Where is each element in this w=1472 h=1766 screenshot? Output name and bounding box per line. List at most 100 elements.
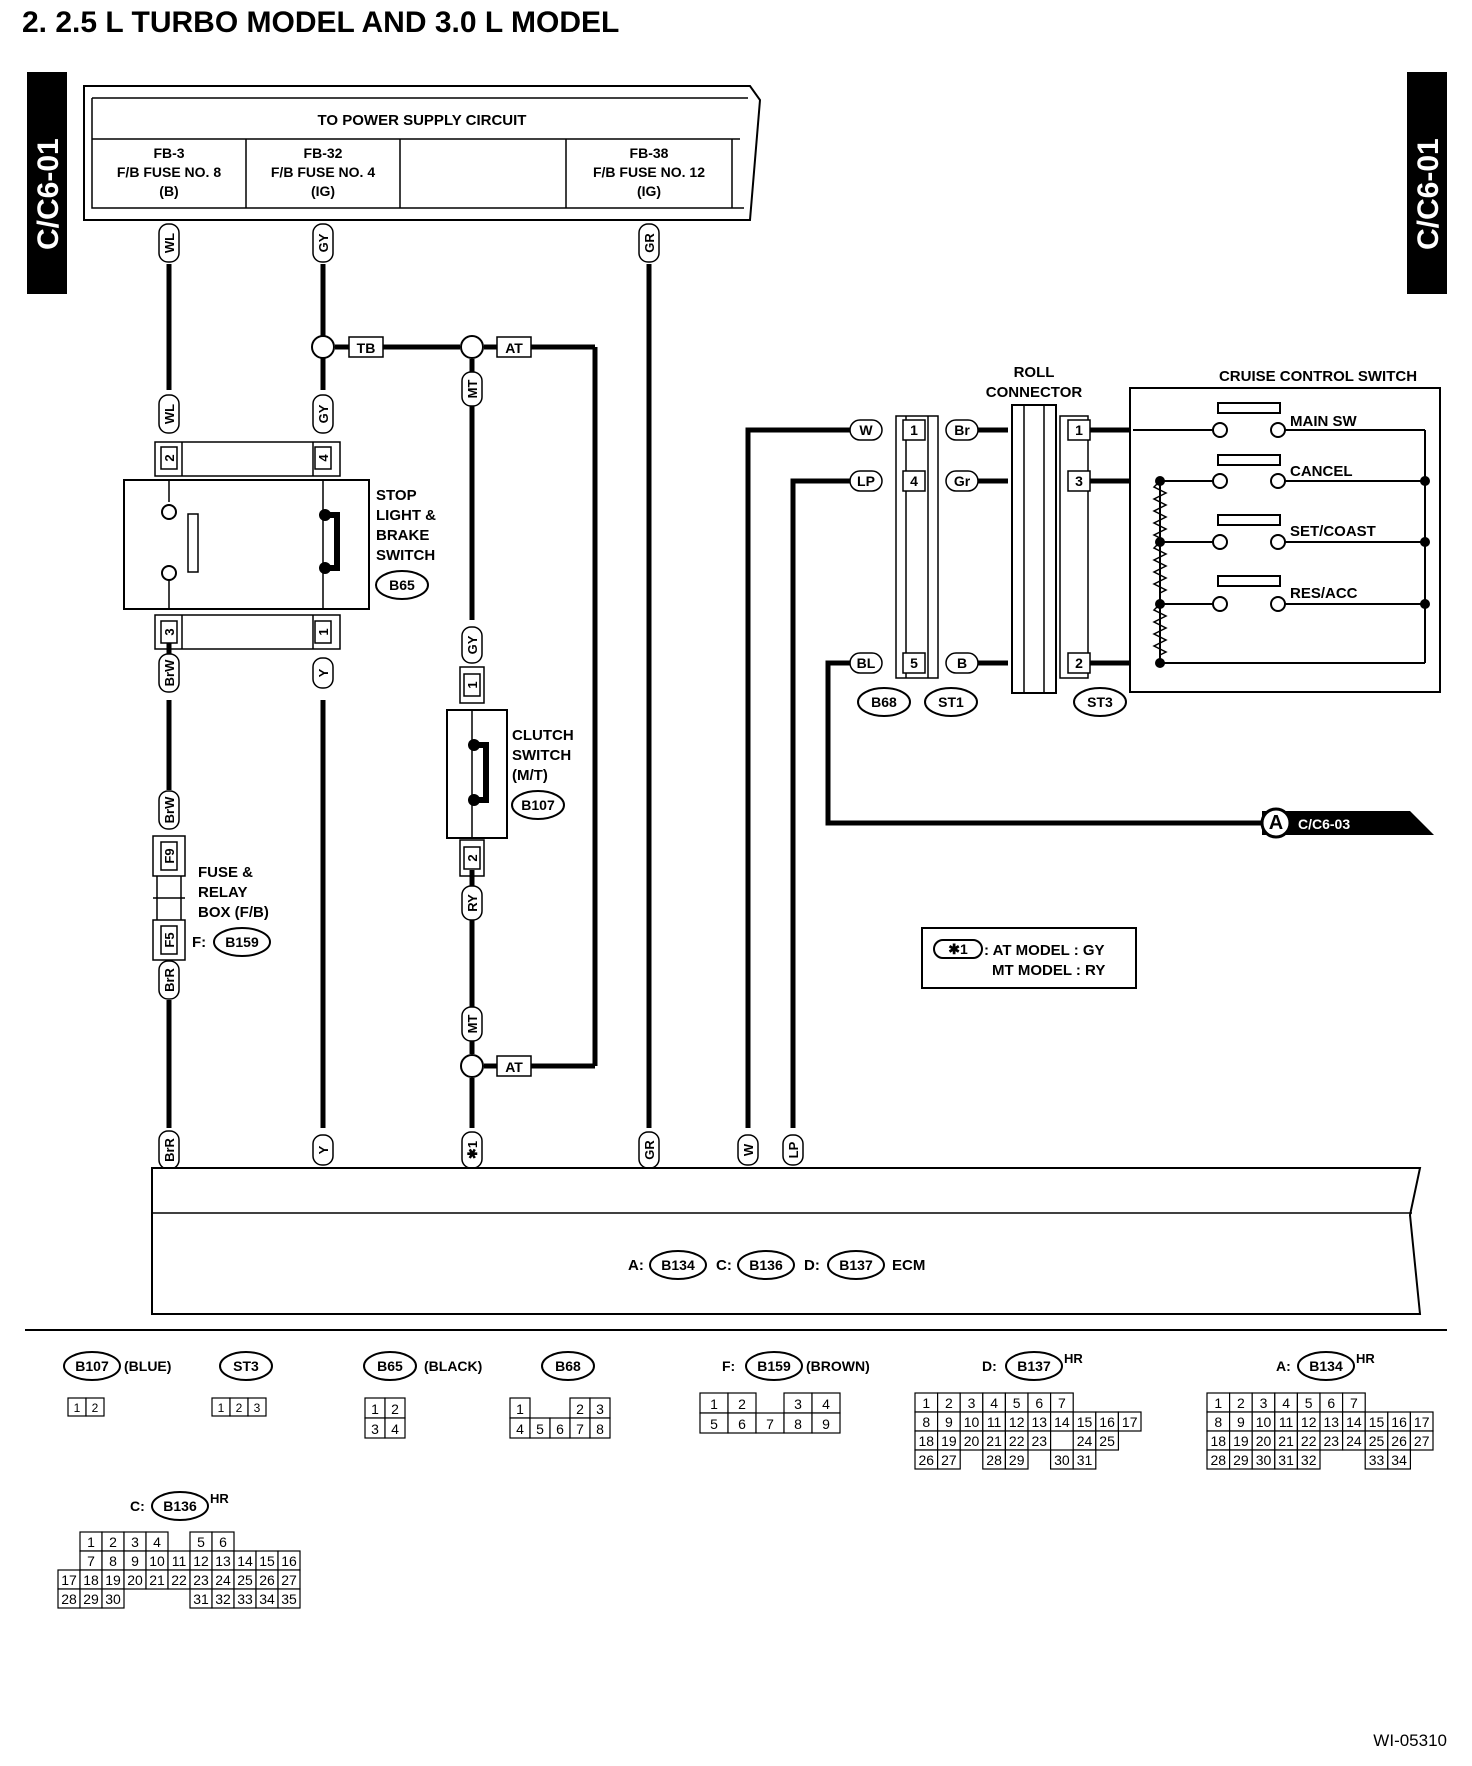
ecm-d-connector: B137 bbox=[839, 1257, 873, 1273]
svg-text:1: 1 bbox=[371, 1401, 379, 1417]
svg-text:13: 13 bbox=[215, 1553, 231, 1569]
note-line-2: MT MODEL : RY bbox=[992, 962, 1105, 979]
svg-text:B: B bbox=[957, 655, 967, 671]
ecm-a-connector: B134 bbox=[661, 1257, 695, 1273]
svg-text:A: A bbox=[1269, 812, 1283, 834]
svg-text:19: 19 bbox=[941, 1433, 957, 1449]
svg-text:4: 4 bbox=[153, 1534, 161, 1550]
svg-text:5: 5 bbox=[1305, 1395, 1313, 1411]
connector-b68: B68 bbox=[871, 694, 897, 710]
svg-text:3: 3 bbox=[254, 1401, 261, 1415]
svg-text:2: 2 bbox=[576, 1401, 584, 1417]
legend-st3: ST3 bbox=[233, 1358, 259, 1374]
svg-text:29: 29 bbox=[1009, 1452, 1025, 1468]
svg-text:9: 9 bbox=[1237, 1414, 1245, 1430]
svg-text:GR: GR bbox=[642, 233, 657, 253]
page-title: 2. 2.5 L TURBO MODEL AND 3.0 L MODEL bbox=[22, 6, 619, 39]
svg-text:2: 2 bbox=[391, 1401, 399, 1417]
ecm-a-prefix: A: bbox=[628, 1257, 644, 1274]
tag-gy-clutch: GY bbox=[461, 626, 483, 664]
cruise-control-switch: CRUISE CONTROL SWITCH bbox=[1129, 368, 1441, 693]
svg-text:32: 32 bbox=[1301, 1452, 1317, 1468]
svg-text:26: 26 bbox=[259, 1572, 275, 1588]
pin-2-clutch: 2 bbox=[463, 846, 481, 870]
fuse-fb32-name: FB-32 bbox=[304, 145, 343, 161]
pin-f9: F9 bbox=[160, 841, 178, 871]
svg-text:5: 5 bbox=[910, 655, 918, 671]
legend-b136: B136 bbox=[163, 1498, 197, 1514]
svg-text:BrW: BrW bbox=[162, 659, 177, 686]
fuse-box-title-1: FUSE & bbox=[198, 864, 253, 881]
legend-b136-prefix: C: bbox=[130, 1498, 145, 1514]
svg-text:1: 1 bbox=[218, 1401, 225, 1415]
tag-bl-roll: BL bbox=[849, 652, 883, 674]
svg-text:7: 7 bbox=[576, 1421, 584, 1437]
svg-text:1: 1 bbox=[910, 422, 918, 438]
tag-y-upper: Y bbox=[312, 657, 334, 689]
svg-text:32: 32 bbox=[215, 1591, 231, 1607]
svg-text:WL: WL bbox=[162, 404, 177, 424]
svg-text:5: 5 bbox=[710, 1416, 718, 1432]
tag-gr-roll: Gr bbox=[945, 470, 979, 492]
svg-text:GY: GY bbox=[316, 233, 331, 252]
svg-text:33: 33 bbox=[1369, 1452, 1385, 1468]
svg-text:25: 25 bbox=[1099, 1433, 1115, 1449]
svg-text:30: 30 bbox=[1054, 1452, 1070, 1468]
svg-text:2: 2 bbox=[1075, 655, 1083, 671]
switch-cancel: CANCEL bbox=[1290, 463, 1353, 480]
svg-text:20: 20 bbox=[127, 1572, 143, 1588]
tag-y-ecm: Y bbox=[312, 1134, 334, 1166]
fuse-fb3-label: F/B FUSE NO. 8 bbox=[117, 164, 221, 180]
tag-br-roll: Br bbox=[945, 419, 979, 441]
svg-text:TB: TB bbox=[357, 340, 376, 356]
pin-4-b68: 4 bbox=[902, 470, 926, 492]
stop-switch-title-4: SWITCH bbox=[376, 547, 435, 564]
svg-text:MT: MT bbox=[465, 380, 480, 399]
svg-text:29: 29 bbox=[83, 1591, 99, 1607]
svg-text:15: 15 bbox=[1077, 1414, 1093, 1430]
svg-text:21: 21 bbox=[149, 1572, 165, 1588]
ecm-label: ECM bbox=[892, 1257, 925, 1274]
fuse-box-title-2: RELAY bbox=[198, 884, 247, 901]
pin-4-stop: 4 bbox=[314, 446, 332, 470]
svg-text:10: 10 bbox=[964, 1414, 980, 1430]
side-tab-right: C/C6-01 bbox=[1407, 72, 1447, 294]
svg-text:13: 13 bbox=[1032, 1414, 1048, 1430]
svg-text:1: 1 bbox=[87, 1534, 95, 1550]
svg-text:31: 31 bbox=[1278, 1452, 1294, 1468]
svg-text:2: 2 bbox=[1237, 1395, 1245, 1411]
figure-id: WI-05310 bbox=[1373, 1731, 1447, 1750]
svg-text:12: 12 bbox=[193, 1553, 209, 1569]
svg-text:W: W bbox=[741, 1143, 756, 1156]
svg-text:13: 13 bbox=[1324, 1414, 1340, 1430]
svg-text:21: 21 bbox=[1278, 1433, 1294, 1449]
svg-text:15: 15 bbox=[259, 1553, 275, 1569]
svg-text:Y: Y bbox=[316, 668, 331, 677]
svg-text:8: 8 bbox=[596, 1421, 604, 1437]
svg-text:MT: MT bbox=[465, 1015, 480, 1034]
svg-text:22: 22 bbox=[1009, 1433, 1025, 1449]
ecm-d-prefix: D: bbox=[804, 1257, 820, 1274]
power-supply-box: TO POWER SUPPLY CIRCUIT FB-3 F/B FUSE NO… bbox=[83, 85, 762, 221]
svg-text:18: 18 bbox=[919, 1433, 935, 1449]
fuse-fb32-type: (IG) bbox=[311, 183, 335, 199]
svg-text:C/C6-01: C/C6-01 bbox=[32, 138, 65, 250]
svg-text:12: 12 bbox=[1301, 1414, 1317, 1430]
svg-text:9: 9 bbox=[822, 1416, 830, 1432]
svg-text:3: 3 bbox=[1075, 473, 1083, 489]
svg-text:12: 12 bbox=[1009, 1414, 1025, 1430]
svg-text:27: 27 bbox=[1414, 1433, 1430, 1449]
svg-text:LP: LP bbox=[786, 1141, 801, 1158]
tag-wl-mid: WL bbox=[158, 394, 180, 434]
svg-text:30: 30 bbox=[1256, 1452, 1272, 1468]
stop-switch-connector: B65 bbox=[389, 577, 415, 593]
legend-b159-color: (BROWN) bbox=[806, 1358, 870, 1374]
legend-b134: B134 bbox=[1309, 1358, 1343, 1374]
svg-text:RY: RY bbox=[465, 894, 480, 912]
svg-text:6: 6 bbox=[738, 1416, 746, 1432]
svg-text:3: 3 bbox=[596, 1401, 604, 1417]
svg-text:35: 35 bbox=[281, 1591, 297, 1607]
svg-text:6: 6 bbox=[1035, 1395, 1043, 1411]
svg-text:F9: F9 bbox=[162, 848, 177, 863]
